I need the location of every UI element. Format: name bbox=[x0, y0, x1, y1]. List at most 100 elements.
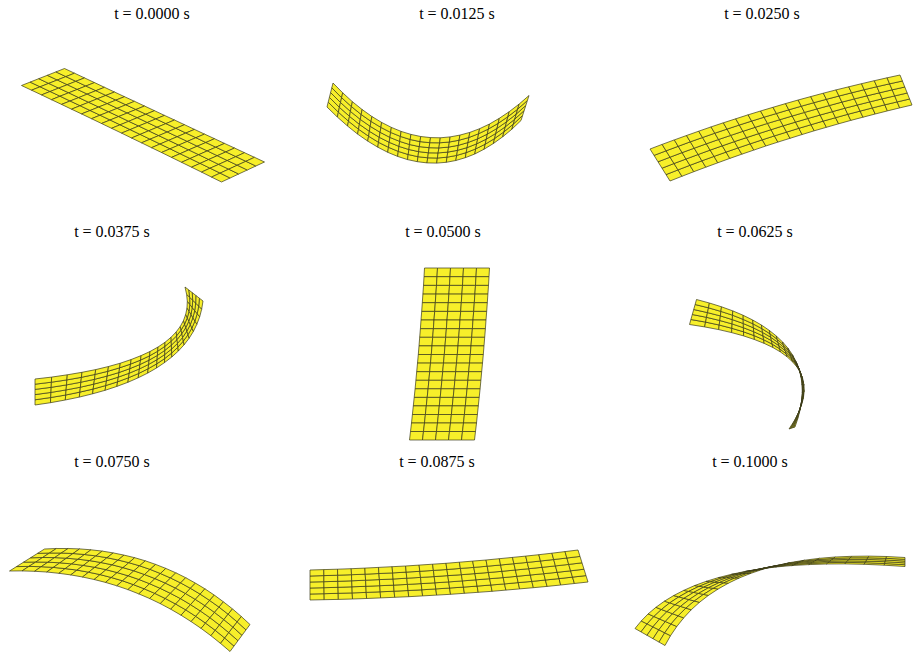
mesh-cell bbox=[379, 573, 393, 580]
mesh-cell bbox=[450, 423, 464, 432]
mesh-cell bbox=[435, 294, 449, 303]
mesh-cell bbox=[416, 372, 430, 381]
mesh-cell bbox=[422, 303, 436, 312]
mesh-cell bbox=[436, 432, 450, 441]
mesh-cell bbox=[444, 355, 458, 364]
mesh-cell bbox=[428, 148, 439, 153]
mesh-cell bbox=[391, 127, 402, 136]
mesh-cell bbox=[449, 432, 463, 441]
mesh-cell bbox=[95, 367, 108, 375]
mesh-cell bbox=[886, 557, 905, 560]
mesh-cell bbox=[464, 406, 478, 415]
mesh-cell bbox=[338, 569, 352, 576]
mesh-cell bbox=[476, 268, 490, 277]
mesh-cell bbox=[473, 560, 488, 567]
mesh-cell bbox=[447, 311, 461, 320]
mesh-cell bbox=[392, 566, 406, 573]
mesh-cell bbox=[415, 380, 429, 389]
mesh-cell bbox=[743, 315, 753, 324]
mesh-cell bbox=[461, 294, 475, 303]
mesh-cell bbox=[418, 346, 432, 355]
mesh-cell bbox=[463, 423, 477, 432]
mesh-cell bbox=[81, 370, 95, 378]
mesh-cell bbox=[352, 586, 366, 593]
mesh-cell bbox=[469, 363, 483, 372]
mesh-cell bbox=[338, 575, 352, 582]
mesh-cell bbox=[393, 572, 407, 579]
time-label: t = 0.0750 s bbox=[74, 452, 150, 471]
time-label: t = 0.0875 s bbox=[399, 452, 475, 471]
mesh-cell bbox=[437, 268, 451, 277]
mesh-strip bbox=[22, 69, 265, 183]
mesh-cell bbox=[459, 320, 473, 329]
mesh-cell bbox=[310, 570, 324, 576]
time-label: t = 0.1000 s bbox=[712, 452, 788, 471]
mesh-cell bbox=[474, 303, 488, 312]
mesh-cell bbox=[424, 268, 438, 277]
mesh-cell bbox=[461, 303, 475, 312]
mesh-cell bbox=[424, 277, 438, 286]
mesh-cell bbox=[324, 575, 338, 582]
mesh-cell bbox=[380, 585, 394, 592]
mesh-cell bbox=[108, 363, 121, 371]
mesh-cell bbox=[419, 564, 433, 571]
mesh-cell bbox=[453, 389, 467, 398]
time-label: t = 0.0375 s bbox=[74, 222, 150, 241]
mesh-cell bbox=[423, 432, 437, 441]
mesh-cell bbox=[406, 571, 420, 578]
mesh-cell bbox=[441, 380, 455, 389]
mesh-cell bbox=[424, 423, 438, 432]
time-label: t = 0.0625 s bbox=[717, 222, 793, 241]
mesh-cell bbox=[361, 110, 372, 122]
mesh-cell bbox=[446, 562, 460, 569]
mesh-cell bbox=[466, 389, 480, 398]
mesh-cell bbox=[439, 397, 453, 406]
mesh-cell bbox=[414, 389, 428, 398]
mesh-cell bbox=[436, 285, 450, 294]
mesh-cell bbox=[324, 587, 338, 593]
mesh-cell bbox=[171, 332, 177, 341]
mesh-cell bbox=[421, 583, 436, 590]
mesh-strip bbox=[35, 287, 203, 405]
mesh-cell bbox=[411, 423, 425, 432]
mesh-cell bbox=[695, 300, 709, 308]
mesh-cell bbox=[342, 93, 353, 107]
mesh-cell bbox=[468, 372, 482, 381]
mesh-cell bbox=[365, 574, 379, 581]
mesh-cell bbox=[400, 131, 411, 139]
mesh-cell bbox=[410, 432, 424, 441]
mesh-cell bbox=[465, 397, 479, 406]
mesh-cell bbox=[473, 311, 487, 320]
mesh-cell bbox=[425, 415, 439, 424]
mesh-cell bbox=[430, 138, 441, 143]
mesh-cell bbox=[793, 418, 798, 427]
mesh-cell bbox=[526, 555, 541, 563]
mesh-cell bbox=[797, 409, 800, 419]
time-label: t = 0.0500 s bbox=[405, 222, 481, 241]
mesh-cell bbox=[428, 380, 442, 389]
mesh-cell bbox=[678, 608, 691, 618]
mesh-cell bbox=[443, 363, 457, 372]
mesh-cell bbox=[455, 372, 469, 381]
mesh-cell bbox=[438, 415, 452, 424]
mesh-cell bbox=[420, 320, 434, 329]
mesh-cell bbox=[420, 329, 434, 338]
mesh-cell bbox=[427, 158, 437, 163]
mesh-cell bbox=[429, 143, 440, 148]
mesh-strip bbox=[690, 300, 805, 430]
mesh-cell bbox=[448, 303, 462, 312]
mesh-cell bbox=[518, 96, 529, 110]
mesh-cell bbox=[783, 342, 789, 351]
mesh-cell bbox=[393, 578, 407, 585]
mesh-cell bbox=[761, 325, 770, 334]
mesh-cell bbox=[463, 268, 477, 277]
mesh-cell bbox=[410, 134, 421, 141]
mesh-cell bbox=[449, 285, 463, 294]
mesh-cell bbox=[366, 580, 380, 587]
mesh-cell bbox=[435, 303, 449, 312]
mesh-cell bbox=[438, 406, 452, 415]
mesh-cell bbox=[444, 346, 458, 355]
time-label: t = 0.0000 s bbox=[114, 4, 190, 23]
mesh-cell bbox=[724, 578, 739, 583]
